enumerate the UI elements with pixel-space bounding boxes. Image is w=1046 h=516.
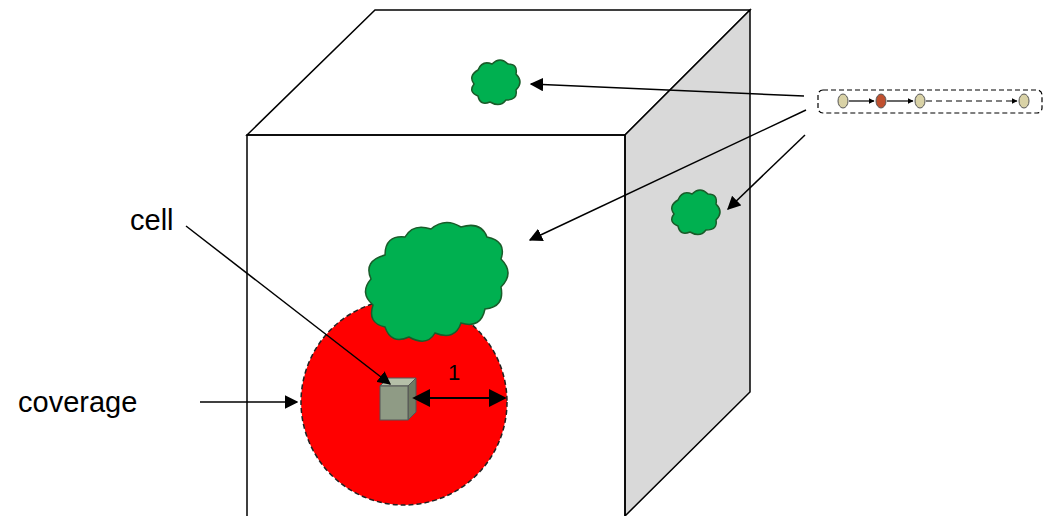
dimension-label: 1 (446, 362, 462, 384)
part-label: cell (130, 206, 174, 235)
cell-cube (380, 378, 416, 420)
leader-line (200, 401, 297, 403)
radius-arrow (414, 397, 505, 399)
chain-box (818, 90, 1042, 113)
chain-arrows (849, 100, 1017, 101)
side-face (625, 10, 750, 516)
leader-line (186, 226, 390, 384)
pointer-arrows (530, 84, 806, 240)
part-label: coverage (18, 388, 137, 417)
chain (838, 94, 1029, 108)
front-face (247, 135, 625, 516)
blobs (365, 60, 720, 341)
